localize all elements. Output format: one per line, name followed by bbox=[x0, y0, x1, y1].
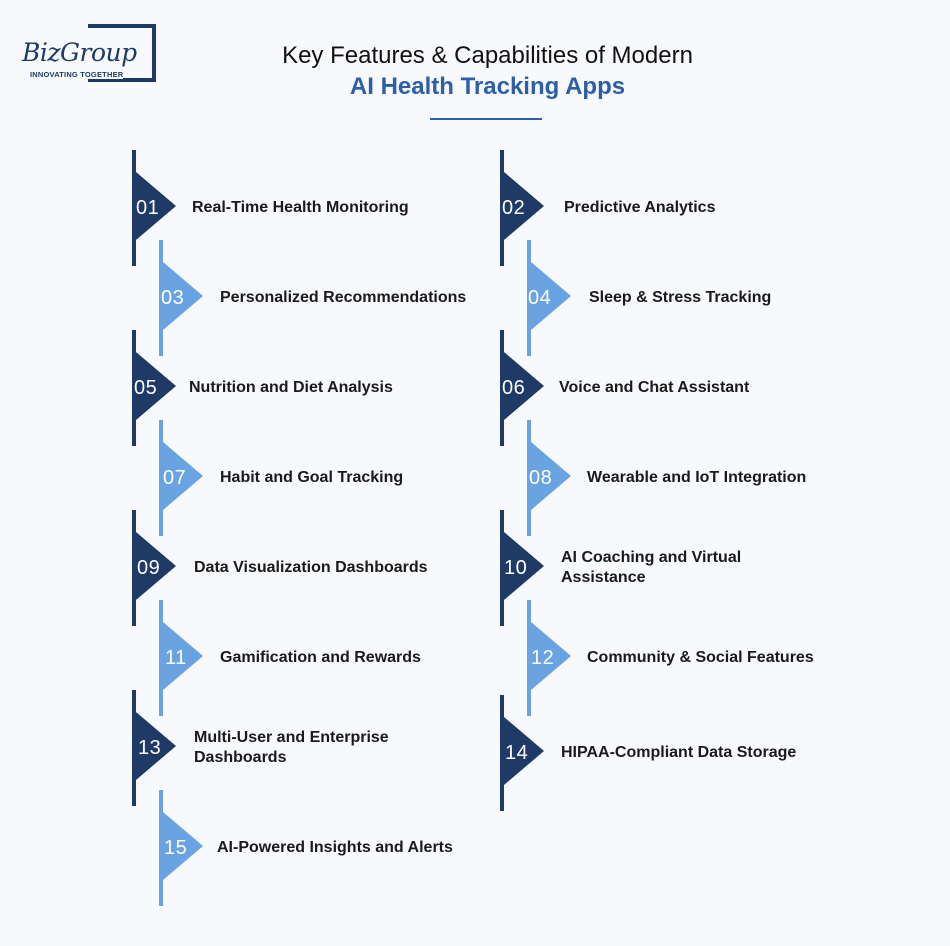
feature-item-09: 09 Data Visualization Dashboards bbox=[132, 510, 462, 626]
feature-label: Real-Time Health Monitoring bbox=[192, 199, 409, 216]
feature-marker-dark bbox=[132, 510, 176, 626]
title-underline bbox=[430, 118, 542, 120]
feature-marker-light bbox=[527, 240, 571, 356]
logo-frame-bottom bbox=[88, 24, 156, 82]
feature-number: 12 bbox=[531, 647, 555, 669]
feature-label: Voice and Chat Assistant bbox=[559, 379, 750, 396]
feature-marker-light bbox=[159, 420, 203, 536]
feature-marker-dark bbox=[500, 150, 544, 266]
feature-item-01: 01 Real-Time Health Monitoring bbox=[132, 150, 462, 266]
feature-marker-light bbox=[527, 420, 571, 536]
feature-label: AI-Powered Insights and Alerts bbox=[217, 839, 453, 856]
feature-item-14: 14 HIPAA-Compliant Data Storage bbox=[500, 695, 830, 811]
page-title-line-2: AI Health Tracking Apps bbox=[349, 73, 626, 100]
feature-label: Habit and Goal Tracking bbox=[220, 469, 404, 486]
bizgroup-logo: BizGroup INNOVATING TOGETHER bbox=[22, 24, 162, 84]
feature-number: 13 bbox=[138, 737, 162, 759]
feature-number: 07 bbox=[163, 467, 187, 489]
feature-number: 02 bbox=[502, 197, 526, 219]
feature-number: 11 bbox=[165, 647, 187, 669]
feature-label: Personalized Recommendations bbox=[220, 289, 467, 306]
feature-item-06: 06 Voice and Chat Assistant bbox=[500, 330, 830, 446]
feature-marker-light bbox=[159, 790, 203, 906]
feature-item-12: 12 Community & Social Features bbox=[527, 600, 857, 716]
feature-marker-dark bbox=[500, 695, 544, 811]
feature-label: HIPAA-Compliant Data Storage bbox=[561, 744, 797, 761]
feature-number: 06 bbox=[502, 377, 526, 399]
logo-tagline: INNOVATING TOGETHER bbox=[30, 70, 124, 79]
feature-item-13: 13 Multi-User and Enterprise Dashboards bbox=[132, 690, 462, 806]
feature-label: Wearable and IoT Integration bbox=[587, 469, 807, 486]
feature-marker-dark bbox=[500, 510, 544, 626]
feature-label: Community & Social Features bbox=[587, 649, 814, 666]
feature-item-05: 05 Nutrition and Diet Analysis bbox=[132, 330, 462, 446]
feature-number: 05 bbox=[134, 377, 158, 399]
feature-item-08: 08 Wearable and IoT Integration bbox=[527, 420, 857, 536]
feature-marker-dark bbox=[132, 330, 176, 446]
feature-number: 08 bbox=[529, 467, 553, 489]
feature-label: Data Visualization Dashboards bbox=[194, 559, 428, 576]
feature-label: Multi-User and Enterprise Dashboards bbox=[194, 729, 389, 766]
feature-item-15: 15 AI-Powered Insights and Alerts bbox=[159, 790, 489, 906]
feature-marker-dark bbox=[132, 150, 176, 266]
feature-label: Predictive Analytics bbox=[564, 199, 716, 216]
feature-marker-dark bbox=[500, 330, 544, 446]
feature-marker-dark bbox=[132, 690, 176, 806]
feature-item-02: 02 Predictive Analytics bbox=[500, 150, 830, 266]
feature-item-07: 07 Habit and Goal Tracking bbox=[159, 420, 489, 536]
feature-marker-light bbox=[159, 240, 203, 356]
feature-item-11: 11 Gamification and Rewards bbox=[159, 600, 489, 716]
page-title-line-1: Key Features & Capabilities of Modern bbox=[282, 42, 693, 69]
feature-number: 09 bbox=[137, 557, 161, 579]
feature-label: Nutrition and Diet Analysis bbox=[189, 379, 393, 396]
feature-label: AI Coaching and Virtual Assistance bbox=[561, 549, 742, 586]
feature-number: 10 bbox=[504, 557, 528, 579]
feature-number: 01 bbox=[136, 197, 160, 219]
feature-marker-light bbox=[159, 600, 203, 716]
feature-label: Gamification and Rewards bbox=[220, 649, 421, 666]
logo-wordmark: BizGroup bbox=[22, 38, 139, 67]
feature-number: 15 bbox=[164, 837, 188, 859]
feature-number: 03 bbox=[161, 287, 185, 309]
feature-item-03: 03 Personalized Recommendations bbox=[159, 240, 489, 356]
feature-label: Sleep & Stress Tracking bbox=[589, 289, 772, 306]
feature-item-04: 04 Sleep & Stress Tracking bbox=[527, 240, 857, 356]
feature-item-10: 10 AI Coaching and Virtual Assistance bbox=[500, 510, 830, 626]
feature-number: 14 bbox=[505, 742, 529, 764]
feature-marker-light bbox=[527, 600, 571, 716]
feature-number: 04 bbox=[528, 287, 552, 309]
